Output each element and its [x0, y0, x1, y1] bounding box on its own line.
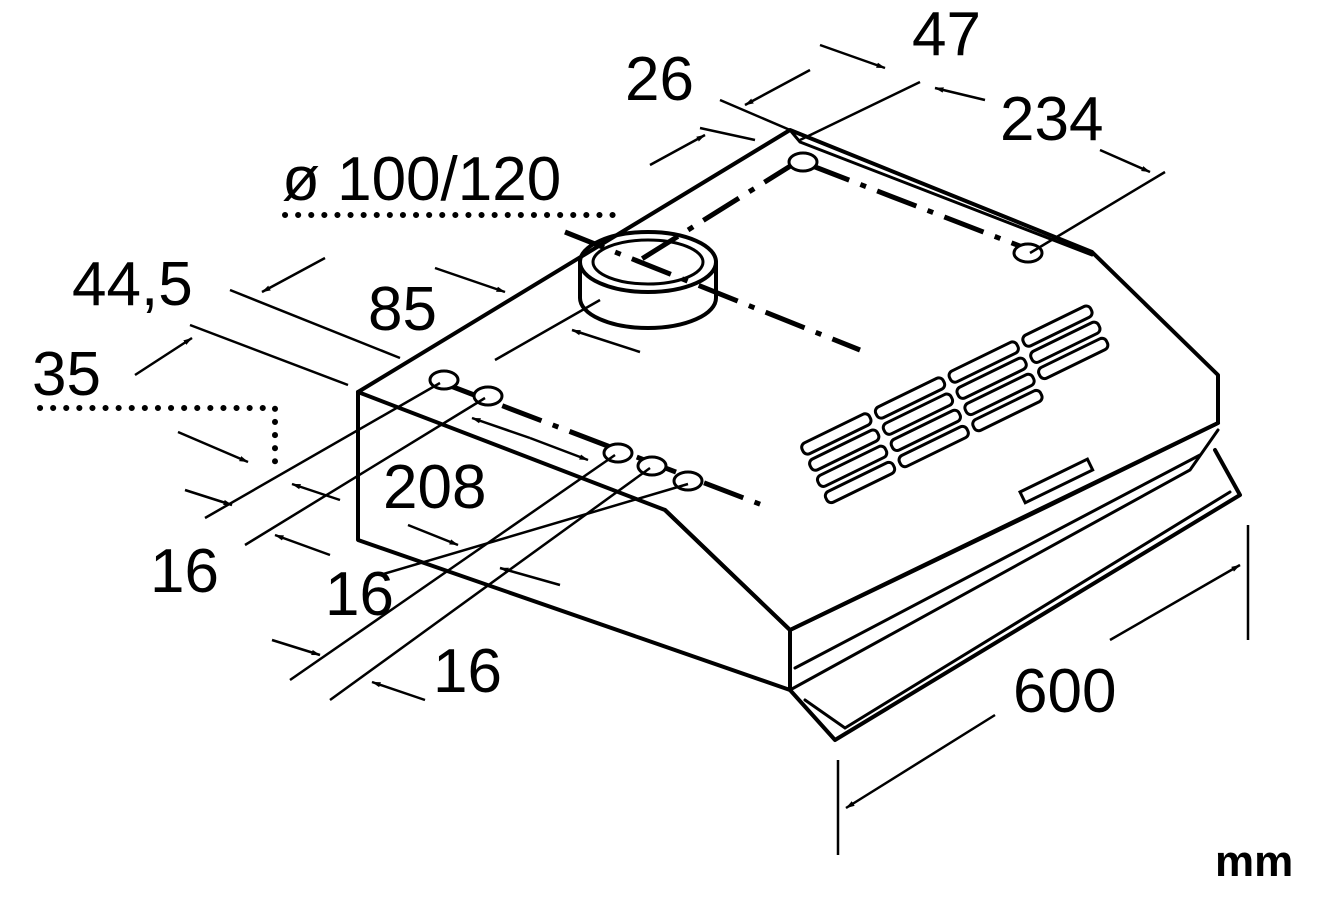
extension-line	[244, 396, 486, 547]
extension-line	[229, 288, 401, 360]
dimension-line-85b	[571, 328, 641, 354]
vent-slot	[800, 412, 873, 456]
dimension-line-208	[471, 416, 531, 440]
front-slot	[1017, 457, 1095, 505]
vent-slot	[1029, 320, 1102, 364]
hood-body	[356, 128, 1242, 742]
extension-line	[289, 453, 616, 682]
centerline	[638, 157, 802, 263]
dimension-labels: 47 26 234 ø 100/120 44,5 85 35 208 16 16…	[32, 0, 1293, 886]
dimension-line-16c	[271, 638, 321, 657]
dim-26-label: 26	[625, 45, 694, 114]
front-bevel	[663, 421, 1220, 632]
dim-16-label-a: 16	[150, 537, 219, 606]
dimension-line-208c	[407, 523, 459, 547]
left-face	[356, 390, 792, 692]
dimension-line-16a2	[291, 482, 341, 502]
duct-top-ellipse	[578, 230, 718, 294]
vent-slot	[1037, 336, 1110, 381]
dimension-line-44-5	[261, 256, 326, 294]
vent-slot	[1021, 304, 1094, 348]
dimension-line-600b	[845, 713, 996, 810]
dim-44-5-label: 44,5	[72, 250, 193, 319]
extension-line	[719, 98, 791, 132]
vent-slot	[897, 424, 970, 469]
duct-diameter-label: ø 100/120	[282, 145, 561, 214]
dimension-line-47	[819, 43, 886, 70]
vent-slot	[873, 376, 947, 420]
centerline	[809, 162, 1031, 253]
extension-line	[1029, 170, 1166, 255]
dim-35-label: 35	[32, 340, 101, 409]
dimension-line-26b	[649, 133, 706, 167]
vent-slot	[971, 388, 1044, 433]
vent-slot	[889, 408, 962, 453]
dim-600-label: 600	[1013, 657, 1116, 726]
top-surface-edge	[788, 128, 1094, 257]
duct-inner-ellipse	[591, 238, 705, 286]
dimension-line-16a	[184, 488, 233, 507]
vent-slot	[823, 460, 897, 505]
front-panel-mid-line	[793, 453, 1202, 670]
dim-16-label-b: 16	[325, 560, 394, 629]
extension-line	[699, 126, 756, 142]
extension-line	[189, 323, 349, 387]
unit-label: mm	[1215, 837, 1293, 886]
vent-slot	[815, 444, 889, 488]
dim-47-label: 47	[912, 0, 981, 69]
mounting-hole	[1012, 242, 1044, 264]
dimension-line-234	[934, 86, 986, 102]
dim-234-label: 234	[1000, 85, 1103, 154]
dimension-line-600	[1109, 563, 1241, 642]
centerline	[564, 229, 861, 353]
extension-line	[329, 466, 651, 702]
front-panel-lower-edge	[788, 428, 1220, 692]
dimension-line-35	[134, 336, 193, 377]
dimension-line-85	[434, 266, 506, 294]
vent-slot	[947, 340, 1020, 384]
extension-line	[494, 298, 601, 362]
extension-line	[799, 80, 921, 142]
vent-slot	[963, 372, 1036, 417]
leader-35	[37, 405, 278, 468]
vent-slot	[955, 356, 1028, 400]
dimension-line-16c2	[371, 680, 426, 702]
dim-16-label-c: 16	[433, 637, 502, 706]
dimension-line-208b	[529, 436, 589, 462]
dimension-line-234b	[1099, 148, 1151, 174]
mounting-hole	[787, 151, 819, 173]
vent-slot	[808, 428, 881, 472]
extension-line	[379, 482, 689, 577]
dimension-line-26	[744, 68, 811, 107]
dimension-lines	[37, 43, 1250, 855]
dim-85-label: 85	[368, 275, 437, 344]
visor-inner-line	[803, 490, 1232, 730]
extension-line	[204, 381, 441, 520]
dim-208-label: 208	[383, 453, 486, 522]
vent-slot	[881, 392, 955, 436]
dimension-line-35b	[177, 430, 249, 464]
dimension-line-16b	[274, 533, 331, 557]
vent-grille	[800, 304, 1110, 505]
slide-out-visor	[788, 448, 1242, 742]
